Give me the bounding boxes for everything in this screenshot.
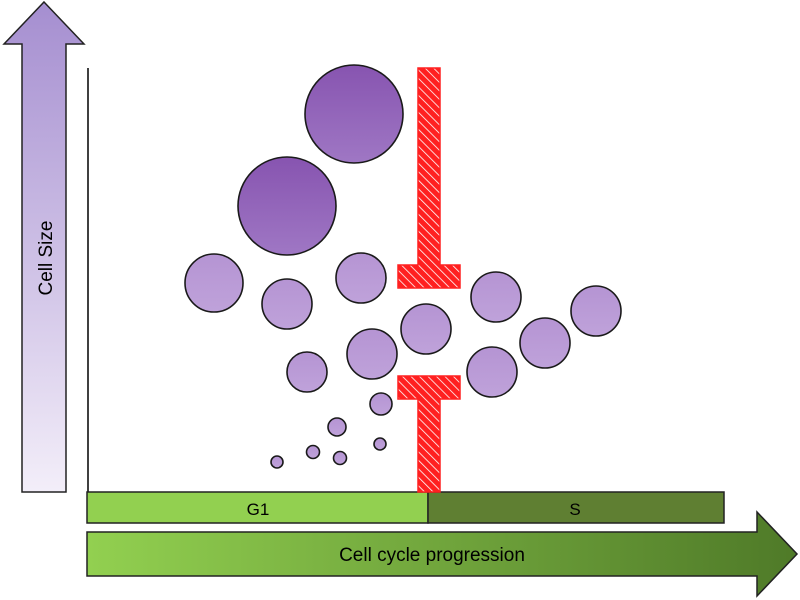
g1-phase-bar xyxy=(86,491,429,524)
cell-small xyxy=(270,455,284,469)
cell-medium xyxy=(286,351,328,393)
cell-medium xyxy=(570,285,622,337)
cell-medium xyxy=(335,252,387,304)
cell-medium xyxy=(400,303,452,355)
s-phase-bar xyxy=(427,491,725,524)
cell-cycle-progression-arrow xyxy=(86,510,799,598)
cell-small xyxy=(369,392,393,416)
checkpoint-upper-bar xyxy=(397,67,461,289)
s-label: S xyxy=(569,500,580,519)
cell-medium xyxy=(346,328,398,380)
cell-size-arrow xyxy=(2,0,86,493)
checkpoint-lower-bar xyxy=(397,375,461,493)
cell-small xyxy=(373,437,387,451)
cell-small xyxy=(327,417,347,437)
size-checkpoint xyxy=(397,67,461,493)
g1-label: G1 xyxy=(247,500,270,519)
phase-bar xyxy=(86,491,725,524)
cell-medium xyxy=(519,317,571,369)
cell-small xyxy=(305,444,321,460)
cell-small xyxy=(332,450,348,466)
cell-medium xyxy=(184,253,244,313)
cell-medium xyxy=(470,271,522,323)
x-axis-label: Cell cycle progression xyxy=(339,545,525,566)
cell-large xyxy=(304,64,404,164)
y-axis-label: Cell Size xyxy=(36,221,57,296)
cell-large xyxy=(237,156,337,256)
cells xyxy=(184,64,622,469)
cell-medium xyxy=(466,346,518,398)
cell-medium xyxy=(261,278,313,330)
